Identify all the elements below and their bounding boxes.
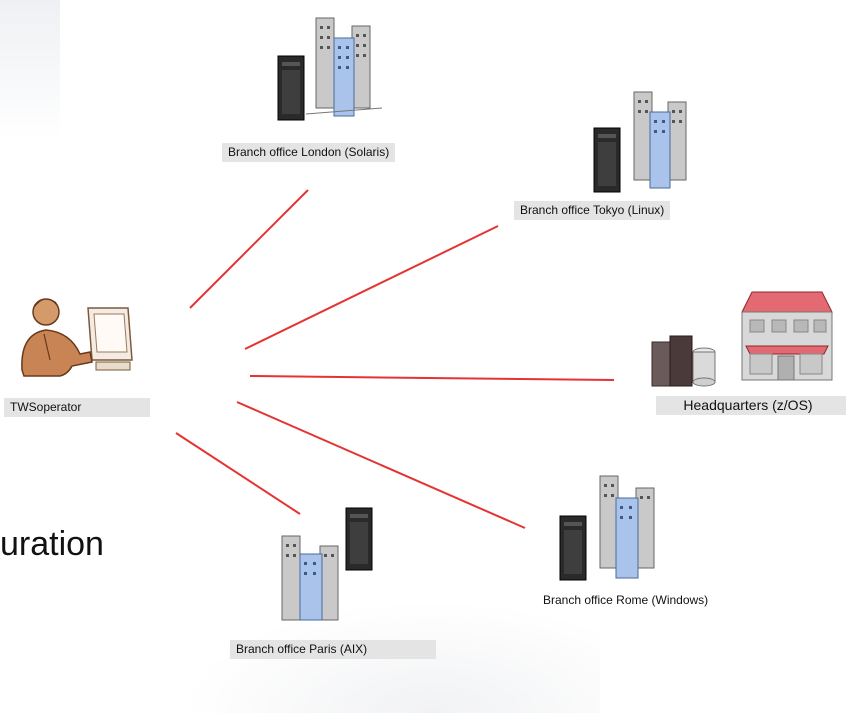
node-operator (10, 290, 135, 385)
edge-operator-hq (249, 375, 615, 381)
node-label-operator: TWSoperator (4, 398, 150, 417)
edge-operator-london (189, 189, 309, 309)
node-label-paris: Branch office Paris (AIX) (230, 640, 436, 659)
node-hq (650, 290, 840, 395)
node-london (272, 8, 392, 131)
office-buildings-with-server-icon (281, 507, 373, 621)
user-at-computer-icon (21, 298, 133, 377)
node-label-london: Branch office London (Solaris) (222, 143, 396, 162)
edge-operator-rome (236, 401, 526, 529)
node-label-hq: Headquarters (z/OS) (656, 396, 846, 415)
node-tokyo (590, 88, 700, 201)
node-rome (556, 474, 666, 591)
node-paris (272, 506, 382, 629)
edge-operator-tokyo (244, 225, 499, 350)
partial-slide-title: uration (0, 525, 104, 563)
office-buildings-with-server-icon (277, 17, 383, 121)
node-label-rome: Branch office Rome (Windows) (543, 593, 709, 607)
node-label-tokyo: Branch office Tokyo (Linux) (514, 201, 671, 220)
office-buildings-with-server-icon (559, 475, 655, 581)
office-buildings-with-server-icon (593, 91, 687, 193)
headquarters-building-with-mainframe-icon (651, 291, 833, 387)
edge-operator-paris (175, 432, 301, 515)
background-fade (0, 0, 60, 140)
